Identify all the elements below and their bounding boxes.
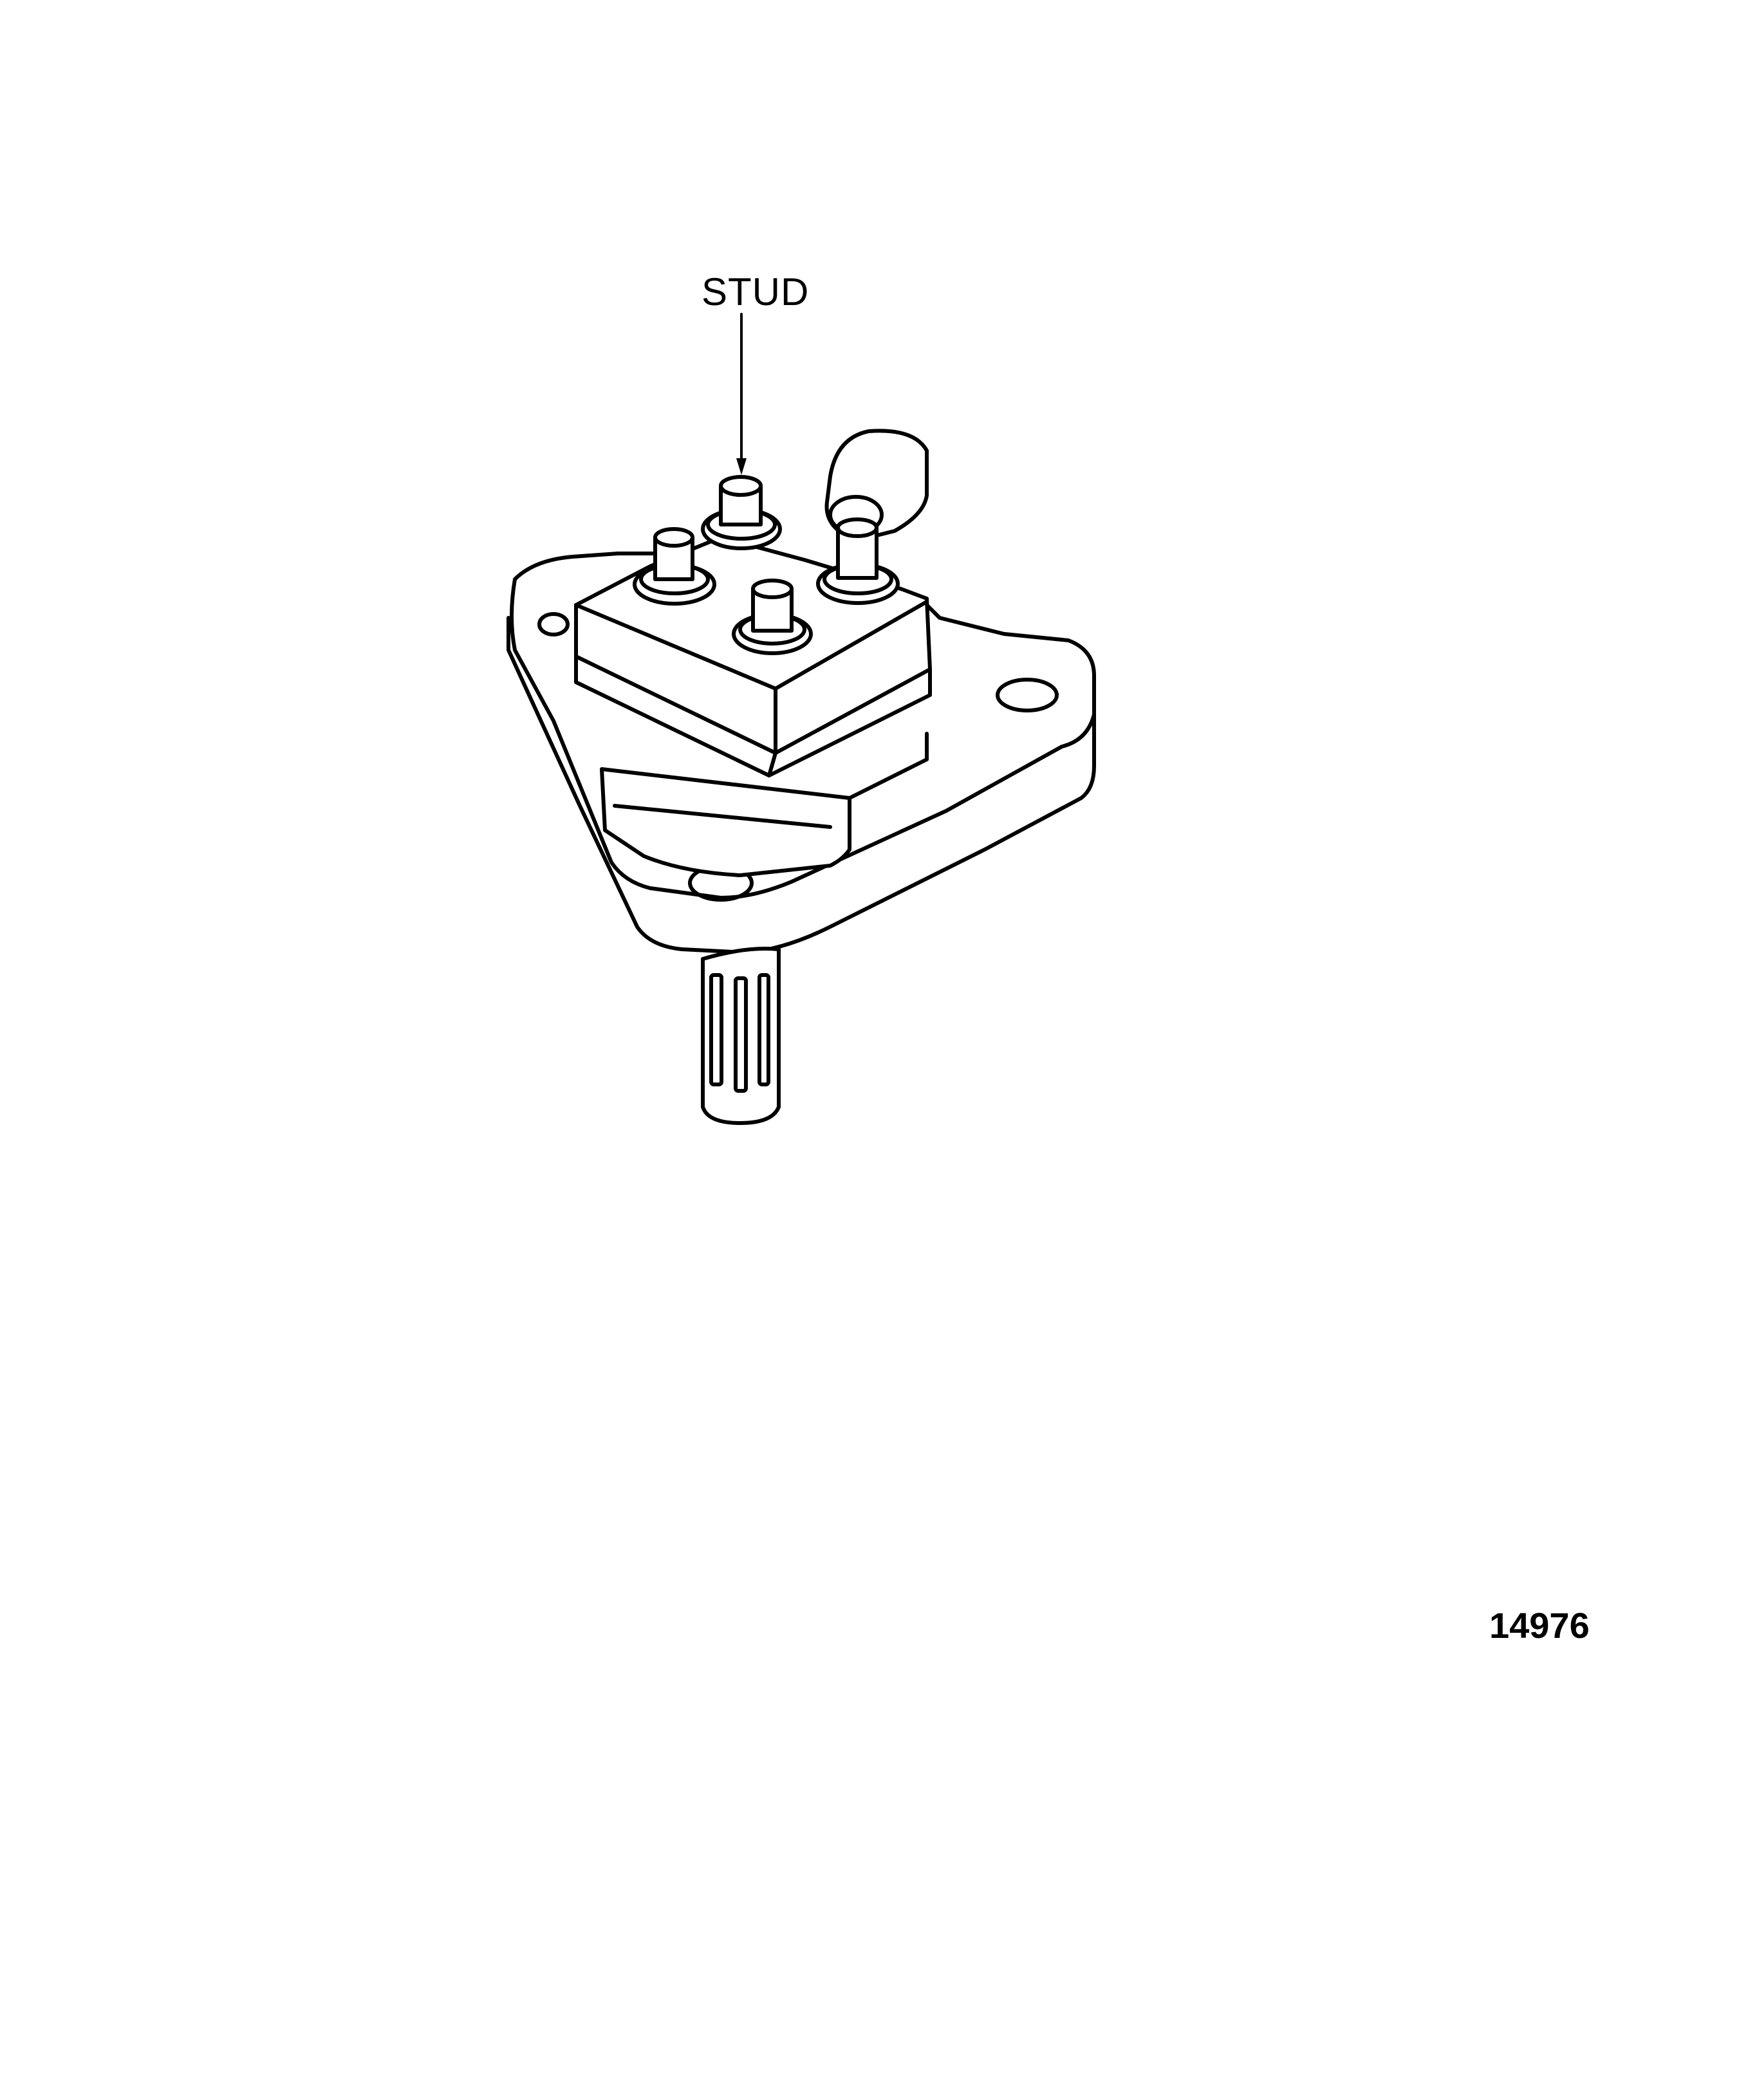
stud-leader-arrow: [736, 313, 747, 475]
stud-front-center: [732, 579, 813, 655]
base-block: [600, 732, 929, 877]
splined-shaft: [701, 947, 781, 1125]
flange-hole-right: [996, 678, 1059, 712]
stud-rear-center: [701, 475, 782, 550]
figure-number: 14976: [1489, 1605, 1590, 1646]
flange-hole-left: [537, 612, 570, 637]
stud-right: [816, 517, 900, 605]
stud-left: [633, 527, 716, 606]
stud-callout-label: STUD: [702, 270, 810, 313]
